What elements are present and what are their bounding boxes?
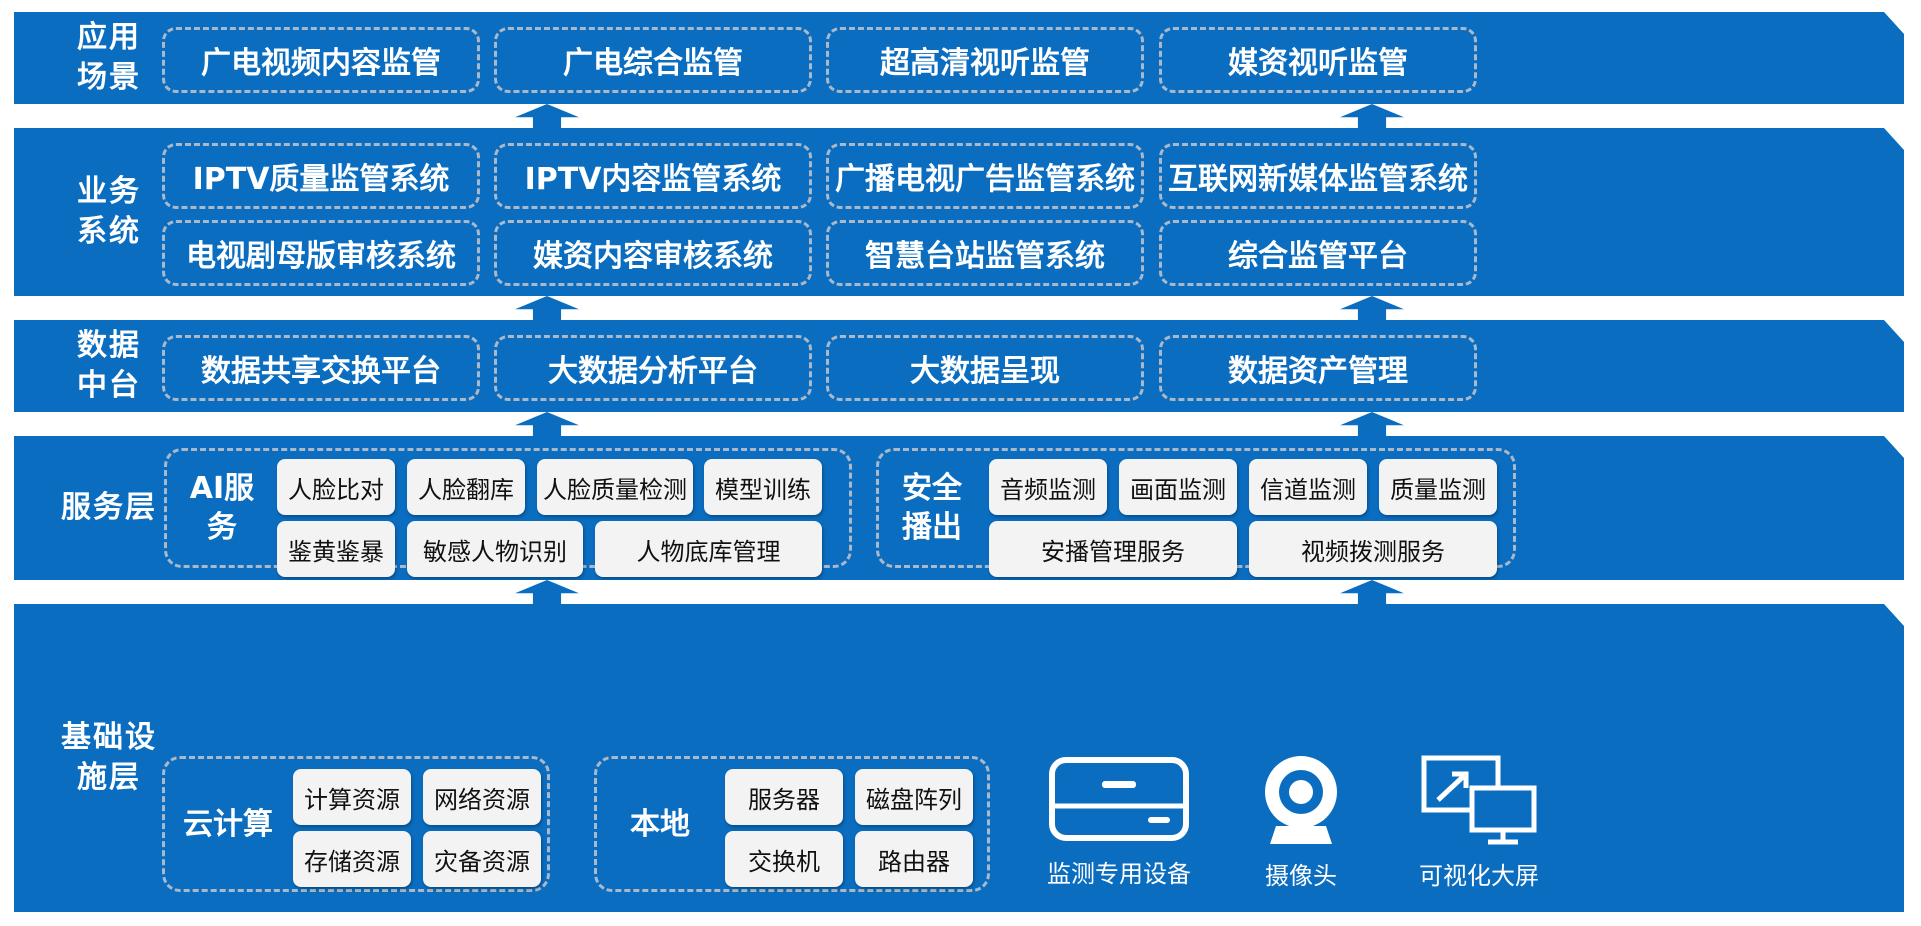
device-label: 监测专用设备 [1047, 860, 1191, 888]
local-group: 本地 服务器 磁盘阵列 交换机 路由器 [594, 756, 990, 892]
layer-data: 数据中台 数据共享交换平台 大数据分析平台 大数据呈现 数据资产管理 [14, 320, 1904, 412]
local-item: 服务器 [725, 769, 843, 825]
device-label: 可视化大屏 [1419, 862, 1539, 890]
device-monitoring: 监测专用设备 [1024, 754, 1214, 889]
layer-service: 服务层 AI服务 人脸比对 人脸翻库 人脸质量检测 模型训练 鉴黄鉴暴 敏感人物… [14, 436, 1904, 580]
ai-item: 敏感人物识别 [407, 521, 583, 577]
safe-item: 信道监测 [1249, 459, 1367, 515]
data-item: 数据共享交换平台 [162, 335, 480, 401]
business-item: 智慧台站监管系统 [826, 220, 1144, 286]
safe-item: 音频监测 [989, 459, 1107, 515]
layer-infrastructure: 基础设施层 云计算 计算资源 网络资源 存储资源 灾备资源 本地 服务器 磁盘阵… [14, 604, 1904, 912]
ai-item: 模型训练 [704, 459, 822, 515]
up-arrow [515, 580, 579, 604]
device-display: 可视化大屏 [1384, 754, 1574, 891]
up-arrow [515, 412, 579, 436]
monitoring-device-icon [1049, 757, 1189, 841]
app-item: 媒资视听监管 [1159, 27, 1477, 93]
safe-item: 画面监测 [1119, 459, 1237, 515]
safe-item: 质量监测 [1379, 459, 1497, 515]
up-arrow [1340, 412, 1404, 436]
up-arrow [1340, 580, 1404, 604]
ai-item: 人脸质量检测 [537, 459, 693, 515]
local-item: 路由器 [855, 831, 973, 887]
cloud-item: 计算资源 [293, 769, 411, 825]
safe-item: 安播管理服务 [989, 521, 1237, 577]
cloud-computing-label: 云计算 [183, 806, 273, 842]
ai-item: 人物底库管理 [595, 521, 822, 577]
layer-title-application: 应用场景 [77, 19, 141, 96]
up-arrow [515, 296, 579, 320]
local-label: 本地 [630, 806, 690, 842]
business-item: 广播电视广告监管系统 [826, 143, 1144, 209]
data-item: 大数据分析平台 [494, 335, 812, 401]
ai-item: 人脸翻库 [407, 459, 525, 515]
camera-icon [1265, 756, 1337, 844]
layer-business: 业务系统 IPTV质量监管系统 IPTV内容监管系统 广播电视广告监管系统 互联… [14, 128, 1904, 296]
business-item: 电视剧母版审核系统 [162, 220, 480, 286]
business-item: 综合监管平台 [1159, 220, 1477, 286]
cloud-item: 存储资源 [293, 831, 411, 887]
local-item: 交换机 [725, 831, 843, 887]
app-item: 超高清视听监管 [826, 27, 1144, 93]
display-screen-icon [1421, 755, 1537, 845]
layer-title-data: 数据中台 [77, 327, 141, 404]
business-item: IPTV内容监管系统 [494, 143, 812, 209]
ai-item: 人脸比对 [277, 459, 395, 515]
cloud-computing-group: 云计算 计算资源 网络资源 存储资源 灾备资源 [162, 756, 550, 892]
device-label: 摄像头 [1265, 862, 1337, 890]
app-item: 广电视频内容监管 [162, 27, 480, 93]
safe-item: 视频拨测服务 [1249, 521, 1497, 577]
safe-broadcast-group: 安全播出 音频监测 画面监测 信道监测 质量监测 安播管理服务 视频拨测服务 [876, 448, 1516, 577]
data-item: 数据资产管理 [1159, 335, 1477, 401]
layer-title-infrastructure: 基础设施层 [61, 719, 157, 796]
local-item: 磁盘阵列 [855, 769, 973, 825]
up-arrow [1340, 104, 1404, 128]
layer-title-business: 业务系统 [77, 173, 141, 250]
ai-service-group: AI服务 人脸比对 人脸翻库 人脸质量检测 模型训练 鉴黄鉴暴 敏感人物识别 人… [164, 448, 852, 577]
cloud-item: 灾备资源 [423, 831, 541, 887]
business-item: 互联网新媒体监管系统 [1159, 143, 1477, 209]
layer-application: 应用场景 广电视频内容监管 广电综合监管 超高清视听监管 媒资视听监管 [14, 12, 1904, 104]
business-item: IPTV质量监管系统 [162, 143, 480, 209]
cloud-item: 网络资源 [423, 769, 541, 825]
device-camera: 摄像头 [1206, 754, 1396, 891]
layer-title-service: 服务层 [61, 489, 157, 525]
app-item: 广电综合监管 [494, 27, 812, 93]
safe-broadcast-label: 安全播出 [902, 471, 962, 545]
up-arrow [1340, 296, 1404, 320]
up-arrow [515, 104, 579, 128]
ai-service-label: AI服务 [189, 471, 255, 545]
data-item: 大数据呈现 [826, 335, 1144, 401]
ai-item: 鉴黄鉴暴 [277, 521, 395, 577]
business-item: 媒资内容审核系统 [494, 220, 812, 286]
